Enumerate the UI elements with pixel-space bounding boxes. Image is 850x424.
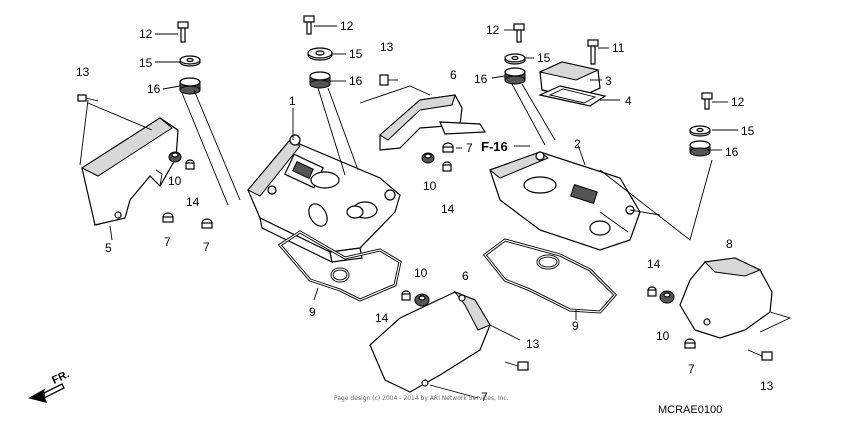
copyright-notice: Page design (c) 2004 - 2014 by ARI Netwo… [334,395,509,402]
callout-14: 14 [441,202,455,216]
front-direction-icon [28,383,65,403]
callout-5: 5 [105,241,112,255]
grommet-icon[interactable] [309,71,331,89]
bolt-icon[interactable] [303,15,315,35]
reference-f16: F-16 [481,139,508,154]
callout-10: 10 [168,174,182,188]
callout-12: 12 [486,23,500,37]
callout-15: 15 [741,124,755,138]
grommet-icon[interactable] [168,151,182,163]
grommet-icon[interactable] [414,293,430,307]
callout-6: 6 [450,68,457,82]
front-label: FR. [50,368,71,386]
callout-16: 16 [147,82,161,96]
bolt-icon[interactable] [177,21,189,43]
side-cover-center[interactable] [359,85,487,151]
bolt-icon[interactable] [504,361,529,371]
grommet-icon[interactable] [659,290,675,304]
bushing-icon[interactable] [442,142,454,153]
cylinder-head-cover-rear[interactable] [488,151,641,251]
collar-icon[interactable] [647,286,657,297]
callout-4: 4 [625,94,632,108]
washer-icon[interactable] [504,53,526,65]
side-cover-bottom[interactable] [369,290,521,393]
callout-13: 13 [380,40,394,54]
callout-10: 10 [656,329,670,343]
side-cover-right[interactable] [679,257,792,339]
collar-icon[interactable] [185,159,195,170]
callout-14: 14 [375,311,389,325]
breather-plate[interactable] [538,85,607,107]
bolt-icon[interactable] [587,39,599,65]
callout-13: 13 [76,65,90,79]
bushing-icon[interactable] [162,212,174,223]
callout-16: 16 [349,74,363,88]
bolt-icon[interactable] [77,94,99,102]
callout-9: 9 [309,305,316,319]
bolt-icon[interactable] [701,92,713,110]
callout-13: 13 [760,379,774,393]
callout-12: 12 [731,95,745,109]
callout-12: 12 [139,27,153,41]
washer-icon[interactable] [307,47,333,61]
washer-icon[interactable] [179,55,201,67]
callout-12: 12 [340,19,354,33]
callout-10: 10 [423,179,437,193]
grommet-icon[interactable] [179,77,201,95]
cylinder-head-cover-front[interactable] [247,134,401,264]
callout-14: 14 [647,257,661,271]
side-cover-left[interactable] [79,99,179,226]
callout-6: 6 [462,269,469,283]
bolt-icon[interactable] [379,74,398,86]
grommet-icon[interactable] [421,152,435,164]
callout-8: 8 [726,237,733,251]
head-cover-gasket-rear[interactable] [482,238,618,314]
callout-15: 15 [537,51,551,65]
callout-11: 11 [612,41,625,55]
callout-9: 9 [572,319,579,333]
collar-icon[interactable] [442,161,452,172]
callout-1: 1 [289,94,296,108]
grommet-icon[interactable] [689,140,711,157]
callout-15: 15 [349,47,363,61]
callout-7: 7 [203,240,210,254]
grommet-icon[interactable] [504,67,526,85]
bolt-icon[interactable] [747,349,773,361]
callout-14: 14 [186,195,200,209]
head-cover-gasket-front[interactable] [277,230,402,302]
callout-10: 10 [414,266,428,280]
callout-16: 16 [725,145,739,159]
diagram-code: MCRAE0100 [658,404,722,416]
collar-icon[interactable] [401,290,411,301]
bushing-icon[interactable] [684,338,696,349]
callout-2: 2 [574,137,581,151]
callout-labels: 12 15 16 13 5 10 14 7 7 1 12 15 16 13 6 … [76,19,774,404]
callout-16: 16 [474,72,488,86]
callout-15: 15 [139,56,153,70]
callout-7: 7 [164,235,171,249]
callout-13: 13 [526,337,540,351]
bushing-icon[interactable] [201,218,213,229]
leader-lines [155,25,738,151]
callout-7: 7 [688,362,695,376]
callout-7: 7 [466,141,473,155]
bolt-icon[interactable] [513,23,525,43]
callout-7: 7 [481,390,488,404]
callout-3: 3 [605,74,612,88]
washer-icon[interactable] [689,125,711,137]
